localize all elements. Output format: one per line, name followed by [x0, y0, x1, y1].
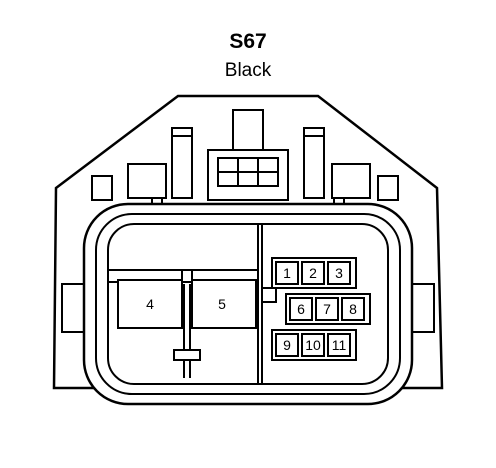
pin-label-8: 8 — [349, 301, 357, 317]
pin-cavity-11 — [327, 333, 351, 357]
post-right — [303, 127, 325, 199]
pin-cavity-10 — [301, 333, 325, 357]
top-bump-right — [377, 175, 399, 201]
pin-cavity-8 — [341, 297, 365, 321]
divider-nub — [261, 287, 277, 303]
pin-row-1: 1 2 3 — [271, 257, 357, 289]
pin-cavity-4: 4 — [117, 279, 183, 329]
pin-row-3: 9 10 11 — [271, 329, 357, 361]
top-bump-right-2 — [331, 163, 371, 199]
pin-label-11: 11 — [332, 337, 347, 353]
pin-cavity-5: 5 — [191, 279, 257, 329]
connector-id: S67 — [229, 30, 267, 53]
pin-cavity-3 — [327, 261, 351, 285]
pin-cavity-1 — [275, 261, 299, 285]
pin-label-4: 4 — [146, 296, 154, 312]
post-left — [171, 127, 193, 199]
pin-row-2: 6 7 8 — [285, 293, 371, 325]
pin-cavity-9 — [275, 333, 299, 357]
pin-label-2: 2 — [309, 265, 317, 281]
pin-label-9: 9 — [283, 337, 291, 353]
pin-label-10: 10 — [305, 337, 321, 353]
pin-label-3: 3 — [335, 265, 343, 281]
pin-label-6: 6 — [297, 301, 305, 317]
pin-cavity-2 — [301, 261, 325, 285]
pin-label-5: 5 — [218, 296, 226, 312]
connector-color: Black — [224, 60, 272, 81]
pin-cavity-7 — [315, 297, 339, 321]
top-bump-left — [91, 175, 113, 201]
right-latch-tab — [411, 283, 435, 333]
left-latch-tab — [61, 283, 85, 333]
pin-label-7: 7 — [323, 301, 331, 317]
carrier-foot — [173, 349, 201, 361]
pin-label-1: 1 — [283, 265, 291, 281]
top-bump-left-2 — [127, 163, 167, 199]
pin-cavity-6 — [289, 297, 313, 321]
